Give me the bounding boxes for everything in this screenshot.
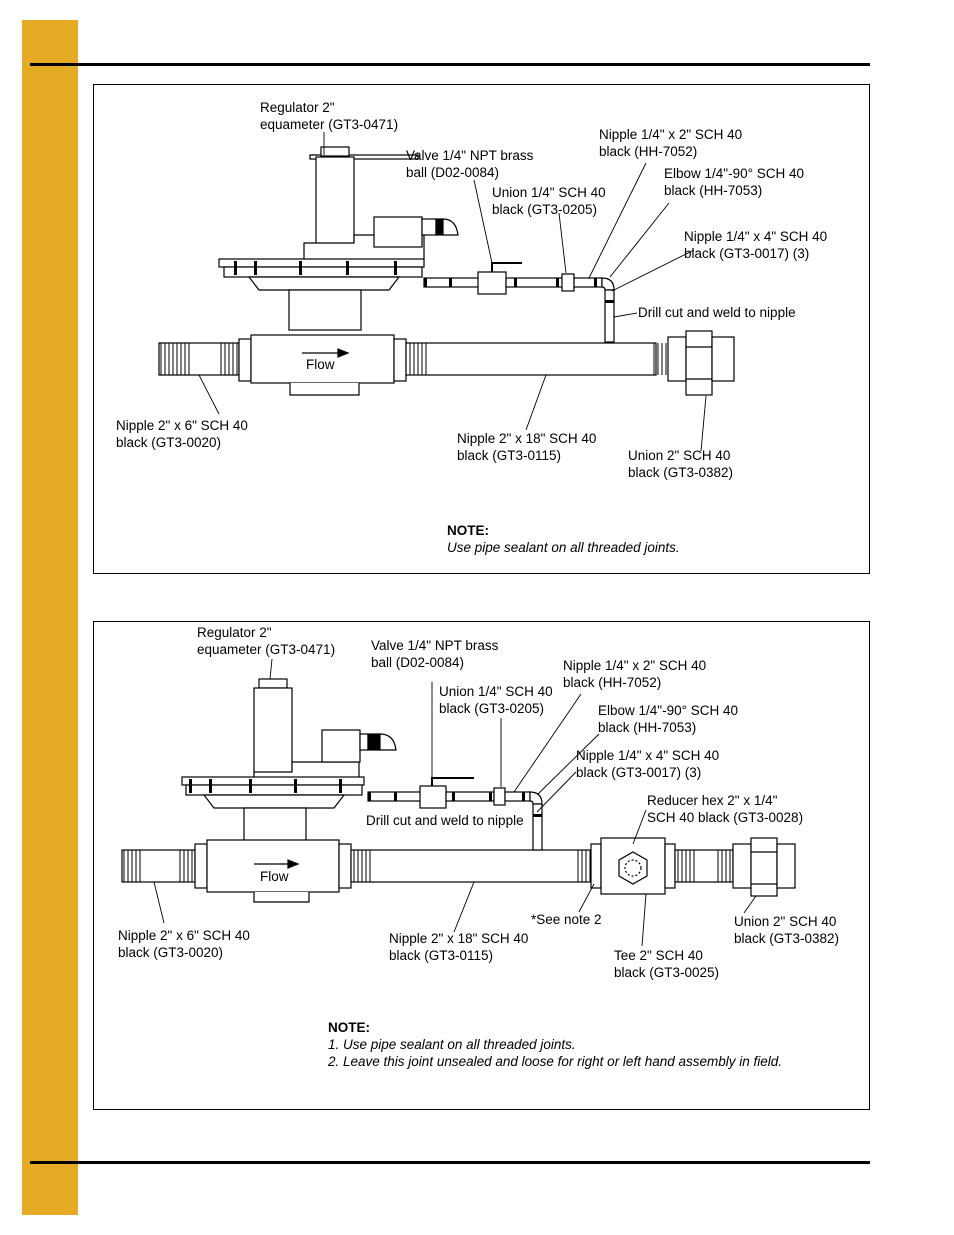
threads-left (160, 343, 238, 375)
ball-valve (477, 271, 507, 295)
regulator-flange (218, 258, 425, 268)
threads-right (677, 850, 731, 882)
flow-arrow (337, 348, 350, 358)
threads-left (123, 850, 193, 882)
nipple-short (674, 849, 734, 883)
note-1: NOTE: Use pipe sealant on all threaded j… (447, 523, 680, 555)
diagram-panel-1: Regulator 2"equameter (GT3-0471) Valve 1… (93, 84, 870, 574)
leader-lines-2 (153, 658, 757, 947)
threads-right (409, 343, 667, 375)
label-see-note: *See note 2 (531, 912, 602, 927)
piping-drawing-1 (158, 132, 735, 452)
label-regulator: Regulator 2"equameter (GT3-0471) (197, 625, 336, 657)
label-regulator: Regulator 2"equameter (GT3-0471) (260, 100, 399, 132)
valve-handle (491, 262, 522, 272)
flange-bolts (189, 779, 342, 793)
nipple-4in (532, 803, 543, 851)
note-2: NOTE: 1. Use pipe sealant on all threade… (328, 1020, 783, 1069)
reducer-hex (618, 851, 648, 885)
header-rule (30, 63, 870, 66)
valve-handle (431, 777, 474, 786)
nipple-18in (405, 342, 657, 376)
threads-mid (353, 850, 591, 882)
union-2in (685, 330, 713, 396)
regulator-cap (309, 154, 419, 160)
union-2in (750, 837, 778, 897)
regulator-neck (243, 807, 307, 845)
flange-bolts (234, 261, 397, 275)
diagram-panel-2: Regulator 2"equameter (GT3-0471) Valve 1… (93, 621, 870, 1110)
regulator-vent-box (321, 729, 361, 763)
leader-lines-1 (198, 132, 707, 452)
regulator-neck (288, 289, 362, 331)
label-drill: Drill cut and weld to nipple (638, 305, 796, 320)
piping-drawing-2 (121, 658, 796, 947)
ball-valve (419, 785, 447, 809)
label-flow: Flow (260, 869, 289, 884)
footer-rule (30, 1161, 870, 1164)
regulator-body (253, 687, 293, 779)
union-quarter (561, 273, 575, 292)
nipple-18in (350, 849, 592, 883)
regulator-valve-body (206, 839, 340, 893)
union-quarter (493, 787, 506, 806)
label-drill: Drill cut and weld to nipple (366, 813, 524, 828)
nipple-6in (158, 342, 240, 376)
elbow (601, 277, 615, 291)
flow-arrow (287, 859, 300, 869)
label-reducer: Reducer hex 2" x 1/4"SCH 40 black (GT3-0… (647, 793, 804, 825)
side-color-band (22, 20, 78, 1215)
elbow (529, 791, 543, 805)
regulator-body (315, 156, 355, 248)
regulator-vent-box (373, 216, 423, 248)
label-flow: Flow (306, 357, 335, 372)
nipple-4in (604, 289, 615, 343)
